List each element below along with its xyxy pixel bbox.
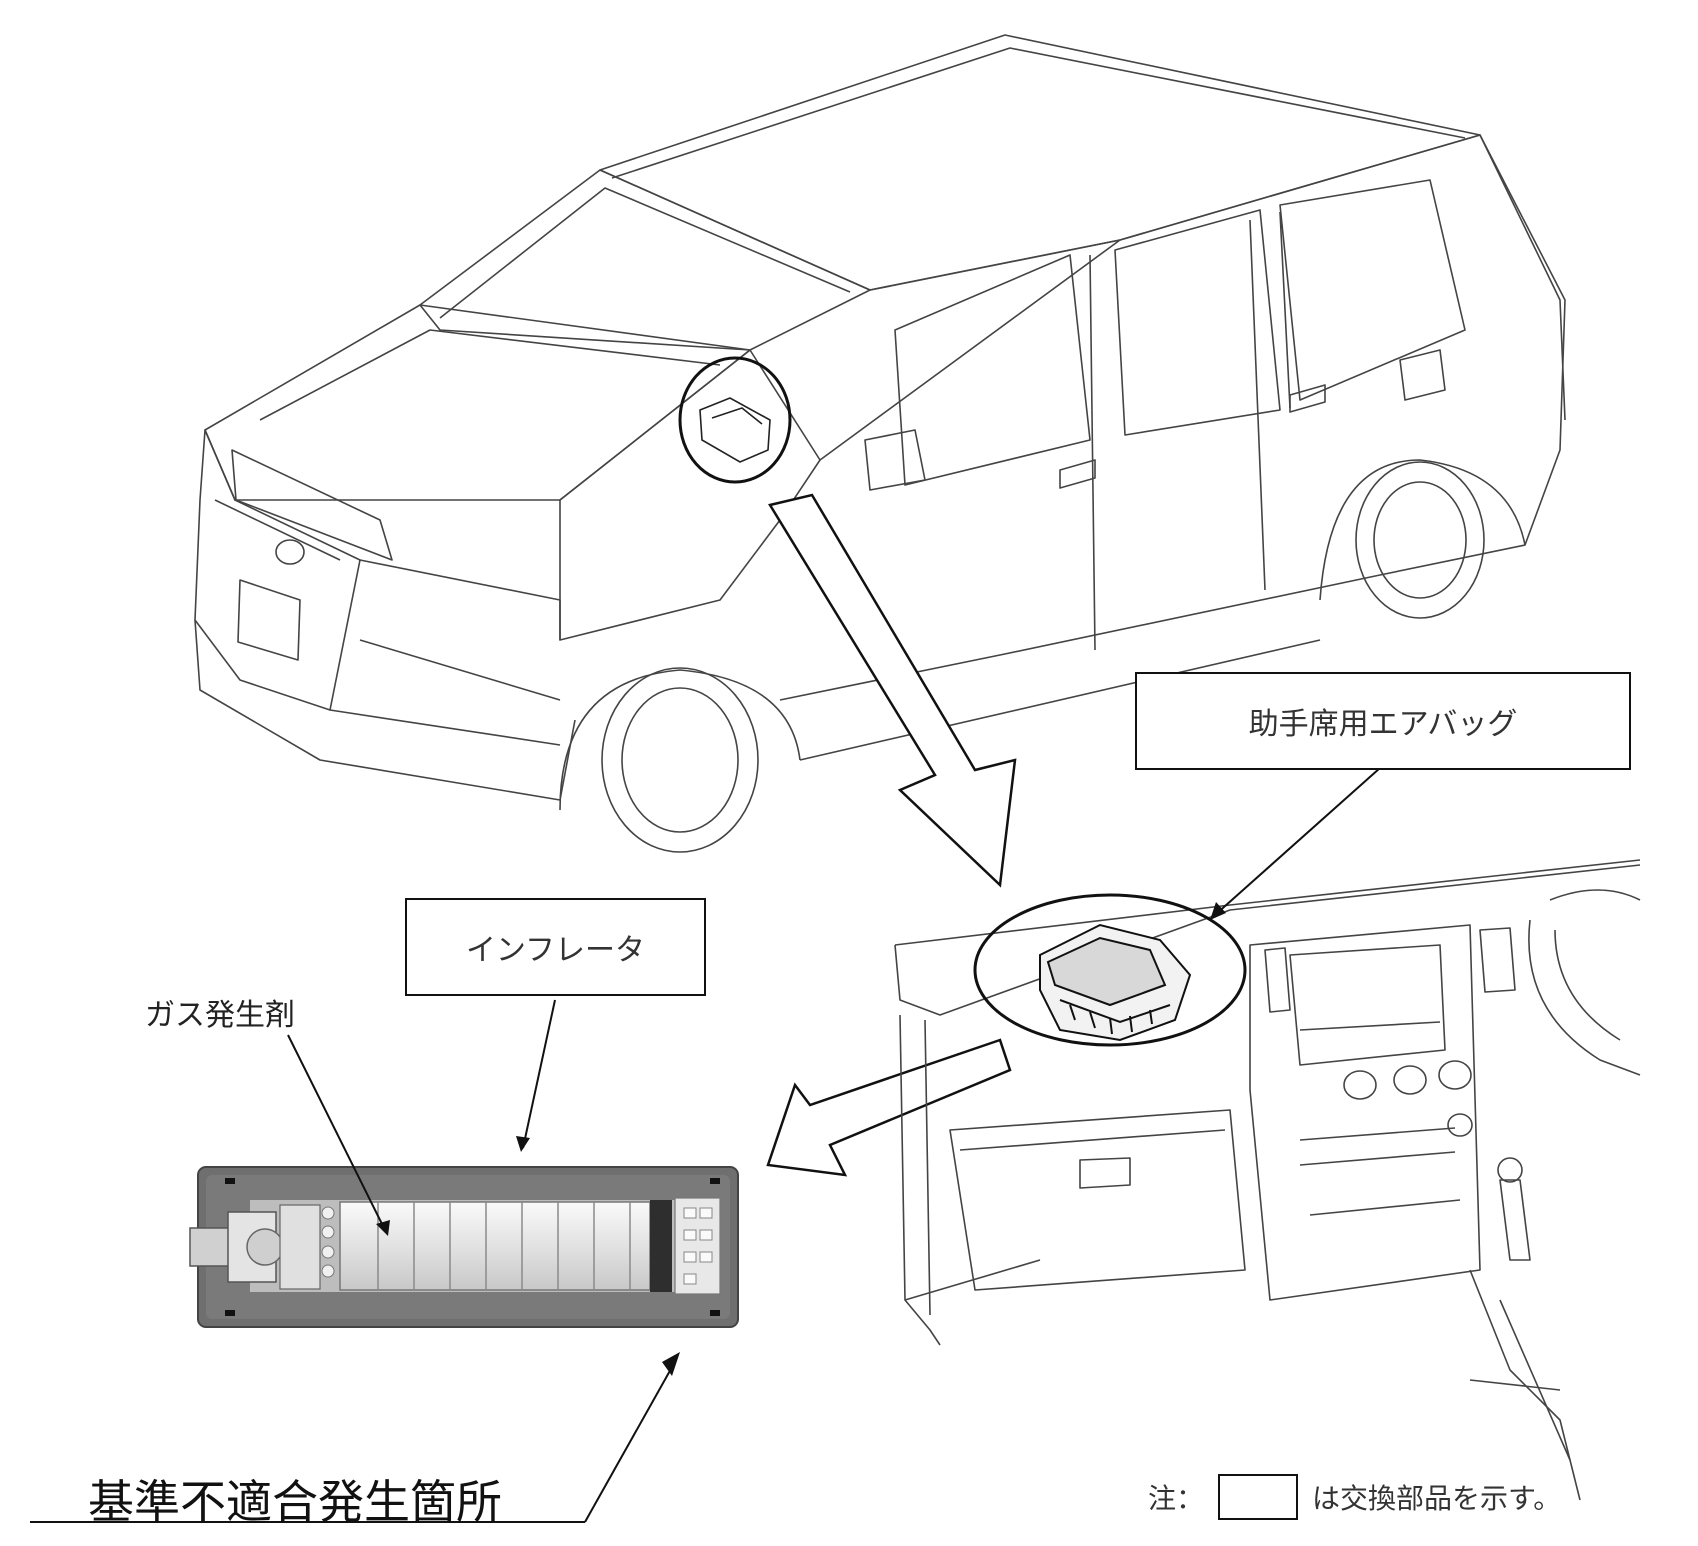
note-prefix: 注： — [1148, 1482, 1205, 1515]
passenger-airbag-label-text: 助手席用エアバッグ — [1248, 707, 1518, 742]
gas-generant-label: ガス発生剤 — [145, 998, 295, 1033]
arrow-vehicle-to-dashboard — [768, 493, 1017, 888]
replacement-part-legend-box — [1218, 1474, 1299, 1520]
inflator-cross-section — [189, 1166, 739, 1328]
vehicle-airbag-callout — [678, 356, 792, 484]
arrowheads — [376, 902, 1226, 1376]
vehicle-airbag-module-small — [699, 397, 771, 463]
passenger-airbag-label: 助手席用エアバッグ — [1135, 672, 1631, 770]
note-suffix: は交換部品を示す。 — [1312, 1482, 1562, 1515]
inflator-label: インフレータ — [405, 898, 706, 996]
dashboard-illustration — [894, 859, 1641, 1501]
leader-lines — [30, 767, 1381, 1523]
airbag-module — [1039, 923, 1192, 1042]
dashboard-airbag-callout — [973, 893, 1247, 1047]
replacement-parts-note: 注： は交換部品を示す。 — [1148, 1474, 1561, 1520]
nonconformity-location-label: 基準不適合発生箇所 — [88, 1475, 502, 1529]
arrow-dashboard-to-inflator — [766, 1038, 1012, 1177]
inflator-label-text: インフレータ — [465, 933, 646, 968]
vehicle-illustration — [194, 34, 1566, 853]
